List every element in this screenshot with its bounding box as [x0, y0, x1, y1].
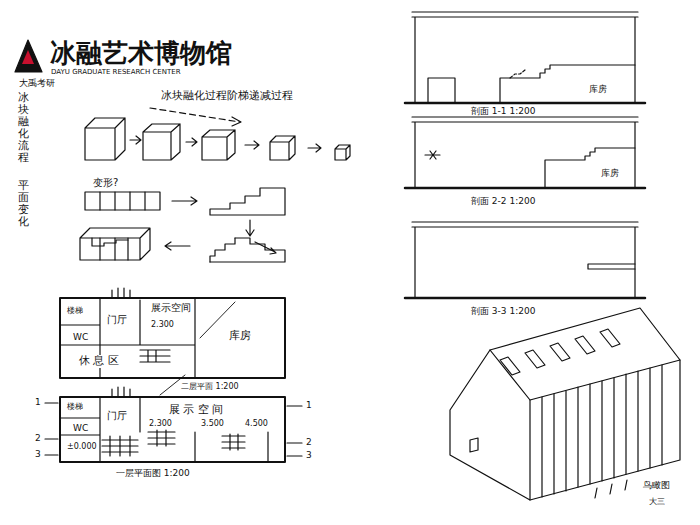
drawing-label: 楼梯 [66, 402, 84, 411]
drawing-label: 休 息 区 [78, 355, 120, 368]
drawing-label: 二层平面 1:200 [180, 382, 240, 391]
process-note: 冰块融化过程阶梯递减过程 [160, 90, 294, 103]
vertical-note: 冰块融化流程 [18, 92, 29, 165]
drawing-label: 3.500 [200, 419, 225, 428]
drawing-label: 楼梯 [66, 306, 84, 315]
drawing-label: 一层平面图 1:200 [115, 468, 191, 478]
drawing-label: 剖面 3-3 1:200 [470, 306, 536, 316]
drawing-label: 库房 [588, 84, 608, 94]
watermark: DAYU GRADUATE RESEARCH CENTER [50, 68, 182, 76]
drawing-label: 2 [305, 437, 313, 447]
drawing-label: 鸟瞰图 [642, 480, 671, 490]
drawing-label: 4.500 [244, 419, 269, 428]
drawing-label: 2 [34, 433, 42, 443]
drawing-label: 剖面 2-2 1:200 [470, 196, 536, 206]
drawing-label: 门厅 [106, 314, 128, 326]
vertical-note: 平面变化 [18, 180, 29, 228]
drawing-label: 2.300 [148, 419, 173, 428]
drawing-label: 门厅 [106, 410, 128, 422]
drawing-label: 3 [34, 449, 42, 459]
drawing-label: 展示空间 [150, 302, 192, 314]
drawing-label: WC [72, 332, 89, 342]
drawing-label: 库房 [600, 168, 620, 178]
sheet-title: 冰融艺术博物馆 [50, 36, 232, 71]
drawing-label: ±0.000 [66, 442, 98, 451]
question-note: 变形? [92, 177, 119, 189]
drawing-label: 1 [305, 400, 313, 410]
drawing-label: 2.300 [150, 320, 175, 329]
watermark: 大禹考研 [18, 78, 56, 88]
drawing-label: 剖面 1-1 1:200 [470, 106, 536, 116]
drawing-label: WC [72, 423, 89, 433]
drawing-label: 库房 [228, 330, 252, 343]
drawing-label: 大三 [648, 497, 666, 506]
drawing-label: 展 示 空 间 [168, 404, 225, 417]
drawing-label: 1 [34, 397, 42, 407]
drawing-label: 3 [305, 450, 313, 460]
